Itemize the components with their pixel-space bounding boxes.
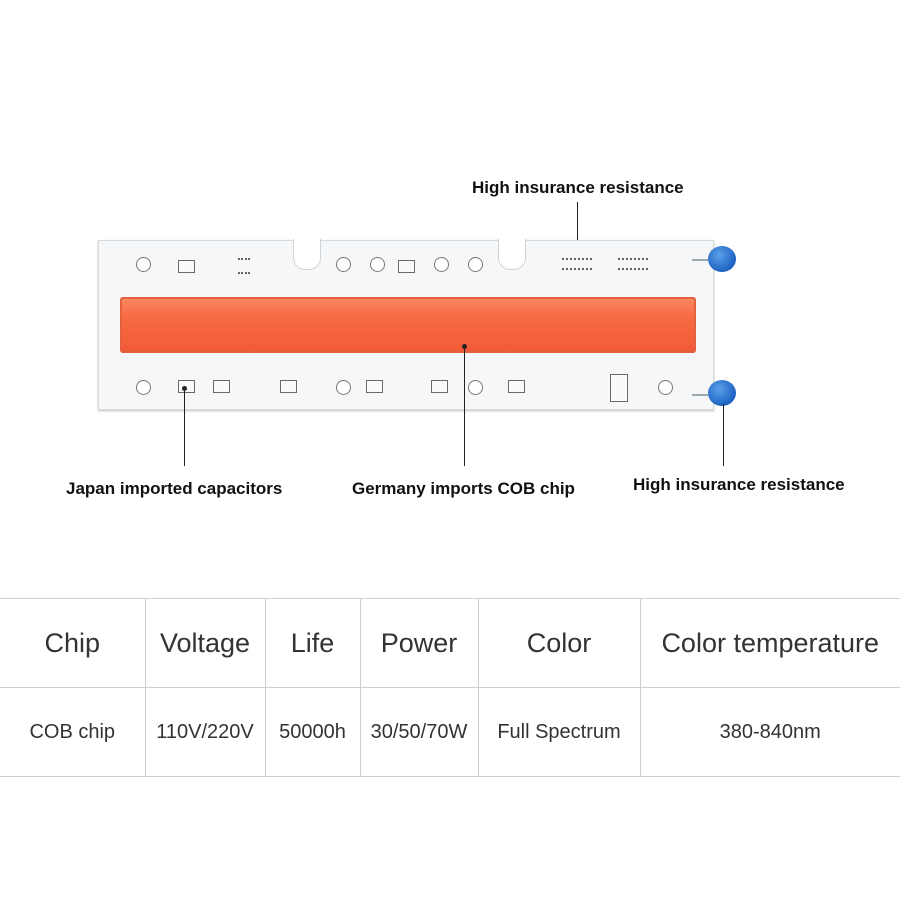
header-color-temperature: Color temperature (640, 598, 900, 688)
solder-pad (398, 260, 415, 273)
solder-pad (366, 380, 383, 393)
callout-line-capacitors (184, 388, 185, 466)
mounting-hole (658, 380, 673, 395)
mounting-hole (468, 380, 483, 395)
callout-line-bottom-right (723, 404, 724, 466)
board-notch (498, 239, 526, 270)
header-voltage: Voltage (145, 598, 266, 688)
solder-pad (213, 380, 230, 393)
capacitor-lead (692, 259, 708, 261)
resistor-component (618, 258, 648, 270)
cob-chip (120, 297, 696, 353)
mounting-hole (136, 380, 151, 395)
callout-high-insurance-resistance-bottom: High insurance resistance (633, 475, 845, 494)
solder-pad (610, 374, 628, 402)
capacitor-icon (708, 246, 736, 272)
value-voltage: 110V/220V (145, 687, 266, 777)
cob-led-board-image (98, 239, 714, 410)
capacitor-icon (708, 380, 736, 406)
callout-high-insurance-resistance-top: High insurance resistance (472, 178, 684, 197)
solder-pad (431, 380, 448, 393)
value-life: 50000h (265, 687, 361, 777)
header-chip: Chip (0, 598, 146, 688)
mounting-hole (370, 257, 385, 272)
mounting-hole (336, 380, 351, 395)
callout-germany-imports-cob-chip: Germany imports COB chip (352, 479, 575, 498)
solder-pad (508, 380, 525, 393)
value-power: 30/50/70W (360, 687, 479, 777)
value-color: Full Spectrum (478, 687, 641, 777)
spec-table-header-row: Chip Voltage Life Power Color Color temp… (0, 598, 900, 688)
capacitor-lead (692, 394, 708, 396)
solder-pad (178, 260, 195, 273)
spec-table: Chip Voltage Life Power Color Color temp… (0, 598, 900, 777)
value-color-temperature: 380-840nm (640, 687, 900, 777)
board-notch (293, 239, 321, 270)
mounting-hole (336, 257, 351, 272)
header-life: Life (265, 598, 361, 688)
spec-table-value-row: COB chip 110V/220V 50000h 30/50/70W Full… (0, 687, 900, 777)
value-chip: COB chip (0, 687, 146, 777)
callout-line-cob-chip (464, 346, 465, 466)
header-color: Color (478, 598, 641, 688)
callout-japan-imported-capacitors: Japan imported capacitors (66, 479, 283, 498)
header-power: Power (360, 598, 479, 688)
mounting-hole (136, 257, 151, 272)
mounting-hole (434, 257, 449, 272)
callout-line-top (577, 202, 578, 264)
smd-component (238, 258, 250, 274)
solder-pad (280, 380, 297, 393)
resistor-component (562, 258, 592, 270)
mounting-hole (468, 257, 483, 272)
